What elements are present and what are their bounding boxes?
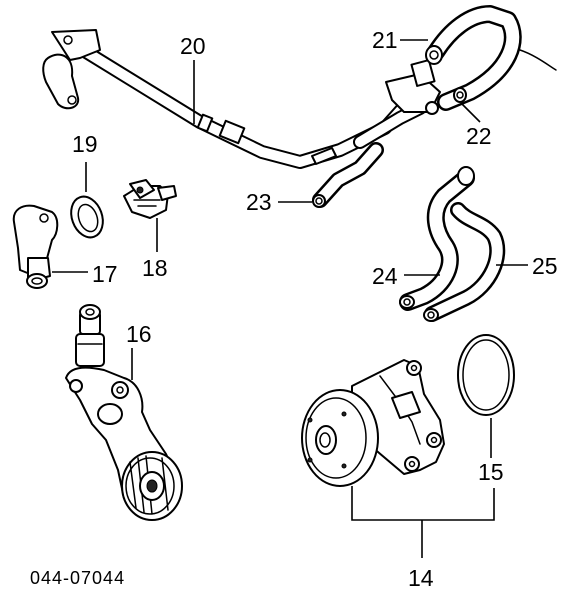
- callout-16: 16: [126, 321, 152, 347]
- callout-25: 25: [532, 253, 558, 279]
- leader-14-bracket: [351, 486, 495, 521]
- leader-lines: [52, 39, 528, 558]
- callout-21: 21: [372, 27, 398, 53]
- document-code: 044-07044: [30, 568, 125, 588]
- part-19-sealing-ring: [70, 195, 104, 239]
- part-16-belt-tensioner: [65, 304, 183, 521]
- callout-19: 19: [72, 131, 98, 157]
- part-17-thermostat-housing: [12, 204, 59, 289]
- part-20-coolant-pipe: [42, 29, 441, 169]
- part-23-small-hose: [312, 142, 384, 208]
- callout-14: 14: [408, 565, 434, 591]
- callout-23: 23: [246, 189, 272, 215]
- part-18-thermostat: [123, 179, 177, 219]
- part-15-o-ring: [457, 334, 515, 416]
- part-14-water-pump: [301, 359, 445, 487]
- callout-20: 20: [180, 33, 206, 59]
- callout-labels: 20 21 22 23 19 18 17 16 24 25 15 14: [72, 27, 558, 591]
- leader-22: [461, 103, 481, 123]
- part-24-25-hoses: [399, 166, 506, 322]
- callout-22: 22: [466, 123, 492, 149]
- callout-17: 17: [92, 261, 118, 287]
- callout-18: 18: [142, 255, 168, 281]
- part-21-hose: [425, 5, 557, 111]
- part-22-hose-end: [453, 87, 467, 103]
- callout-15: 15: [478, 459, 504, 485]
- callout-24: 24: [372, 263, 398, 289]
